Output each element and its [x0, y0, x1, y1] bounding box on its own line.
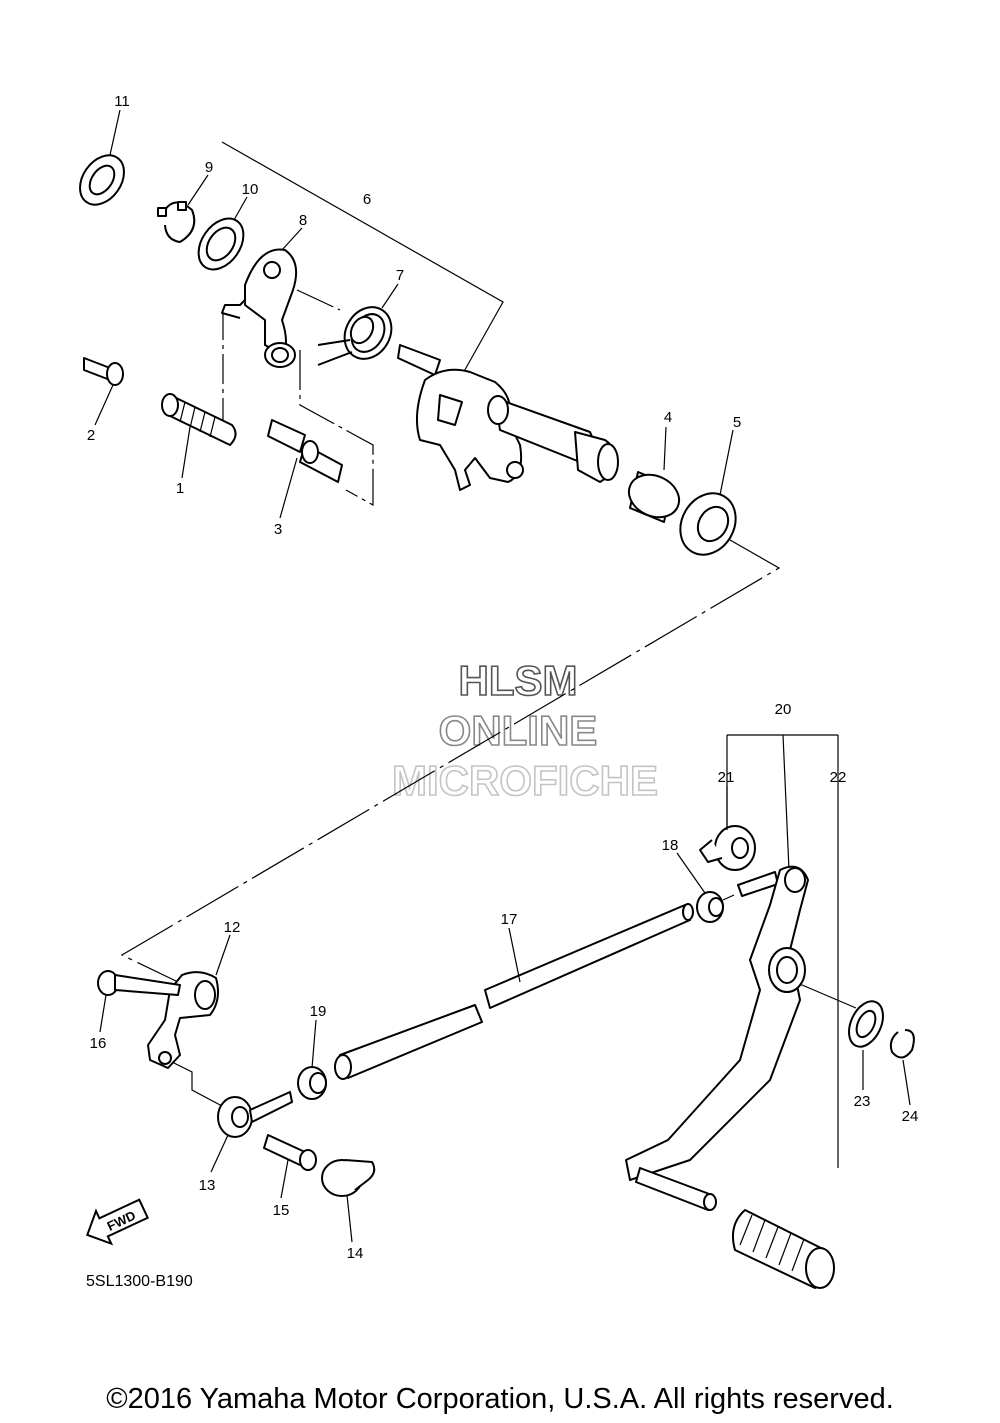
shift-pedal-20: [625, 865, 809, 1211]
callout-10: 10: [242, 181, 259, 198]
callout-7: 7: [396, 267, 404, 284]
callout-11: 11: [114, 93, 130, 110]
copyright-notice: ©2016 Yamaha Motor Corporation, U.S.A. A…: [106, 1383, 894, 1415]
callout-23: 23: [854, 1093, 871, 1110]
watermark-line2: ONLINE: [439, 707, 598, 754]
circlip-24: [889, 1029, 915, 1059]
rod-end-21: [699, 825, 756, 871]
oil-seal-5: [679, 492, 737, 556]
callout-24: 24: [902, 1108, 919, 1125]
callout-16: 16: [90, 1035, 107, 1052]
callout-18: 18: [662, 837, 679, 854]
rubber-cap-14: [321, 1159, 376, 1197]
callout-17: 17: [501, 911, 518, 928]
collar-spring-1: [161, 393, 237, 446]
alignment-line: [120, 539, 781, 983]
washer-23: [848, 1000, 884, 1048]
bolt-20: [737, 871, 779, 897]
rod-end-13: [217, 1091, 293, 1138]
shift-arm-12: [147, 971, 219, 1069]
callout-22: 22: [830, 769, 847, 786]
fwd-arrow-icon: FWD: [86, 1198, 150, 1246]
torsion-spring-7: [317, 306, 393, 366]
shift-rod-17: [334, 903, 694, 1080]
callout-15: 15: [273, 1202, 290, 1219]
watermark-line3: MICROFICHE: [392, 757, 658, 804]
callout-4: 4: [664, 409, 672, 426]
callout-9: 9: [205, 159, 213, 176]
callout-3: 3: [274, 521, 282, 538]
stud-bolt-3: [267, 419, 343, 483]
callout-19: 19: [310, 1003, 327, 1020]
callout-14: 14: [347, 1245, 364, 1262]
callout-12: 12: [224, 919, 241, 936]
callout-6: 6: [363, 191, 371, 208]
nut-18: [696, 891, 724, 923]
callout-21: 21: [718, 769, 735, 786]
callout-5: 5: [733, 414, 741, 431]
callout-2: 2: [87, 427, 95, 444]
callout-20: 20: [775, 701, 792, 718]
pin-2: [83, 357, 124, 386]
collar-4: [627, 471, 681, 523]
circlip-9: [157, 201, 196, 243]
pedal-rubber-22: [732, 1209, 835, 1289]
callout-13: 13: [199, 1177, 216, 1194]
parts: [79, 154, 915, 1289]
watermark: HLSM ONLINE MICROFICHE: [391, 656, 659, 805]
callout-1: 1: [176, 480, 184, 497]
shift-plate-8: [221, 248, 298, 368]
nut-19: [297, 1066, 327, 1100]
callout-leaders: [94, 109, 911, 1243]
assembly-brackets: [120, 141, 857, 1168]
washer-11: [79, 154, 125, 206]
reference-code: 5SL1300-B190: [86, 1273, 193, 1290]
bracket-6: [221, 141, 504, 376]
bolt-15: [263, 1134, 317, 1171]
watermark-line1: HLSM: [459, 657, 578, 704]
callout-8: 8: [299, 212, 307, 229]
shift-shaft-6: [397, 344, 619, 491]
washer-10: [197, 217, 245, 271]
callout-numbers: 11 9 10 6 8 7 4 5 2 1 3 20 21 22 18 17 1…: [87, 93, 919, 1262]
bolt-16: [97, 970, 181, 996]
